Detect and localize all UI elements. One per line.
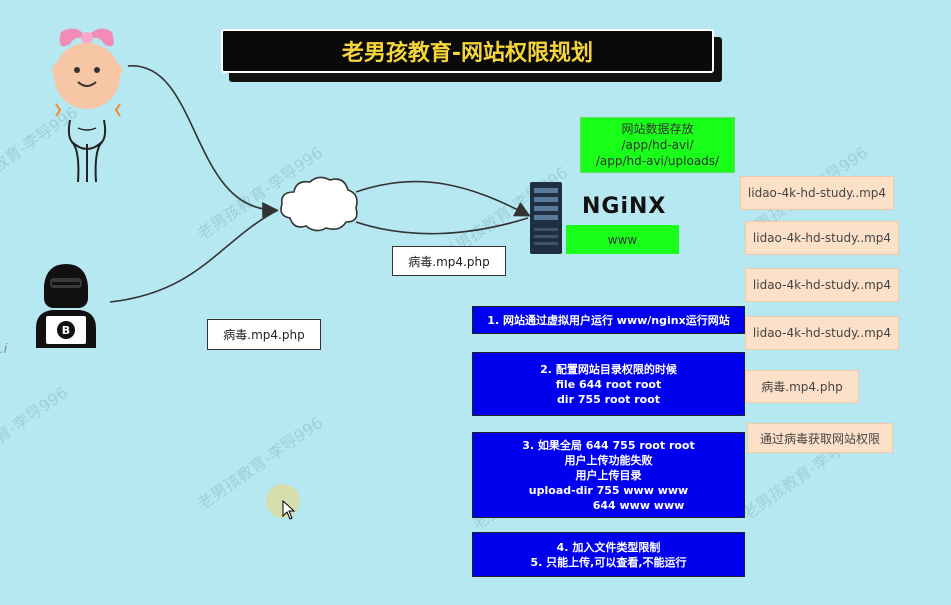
file-item: lidao-4k-hd-study..mp4 bbox=[745, 268, 899, 302]
left-edge-fragment: .i bbox=[0, 340, 7, 356]
step-4-line: 4. 加入文件类型限制 bbox=[473, 540, 744, 555]
hacker-to-cloud-line bbox=[110, 210, 278, 302]
file-item: lidao-4k-hd-study..mp4 bbox=[740, 176, 894, 210]
step-1-line: 1. 网站通过虚拟用户运行 www/nginx运行网站 bbox=[473, 313, 744, 328]
step-3-line: 用户上传目录 bbox=[473, 468, 744, 483]
mouse-cursor-icon bbox=[282, 500, 296, 520]
step-4-box: 4. 加入文件类型限制 5. 只能上传,可以查看,不能运行 bbox=[472, 532, 745, 577]
cloud-to-server-bottom-line bbox=[356, 218, 528, 234]
step-3-box: 3. 如果全局 644 755 root root 用户上传功能失败 用户上传目… bbox=[472, 432, 745, 518]
cloud-icon bbox=[276, 172, 362, 236]
virus-file-near-server: 病毒.mp4.php bbox=[392, 246, 506, 276]
file-item: lidao-4k-hd-study..mp4 bbox=[745, 316, 899, 350]
cloud-to-server-top-line bbox=[356, 182, 528, 215]
virus-file-item: 病毒.mp4.php bbox=[745, 370, 859, 403]
step-3-line: upload-dir 755 www www bbox=[473, 483, 744, 498]
virus-file-from-hacker: 病毒.mp4.php bbox=[207, 319, 321, 350]
storage-line-3: /app/hd-avi/uploads/ bbox=[581, 153, 734, 169]
virus-note: 通过病毒获取网站权限 bbox=[747, 423, 893, 453]
step-1-box: 1. 网站通过虚拟用户运行 www/nginx运行网站 bbox=[472, 306, 745, 334]
step-2-line: file 644 root root bbox=[473, 377, 744, 392]
step-3-line: 644 www www bbox=[473, 498, 744, 513]
hacker-bitcoin-icon: B bbox=[32, 262, 100, 348]
step-3-line: 用户上传功能失败 bbox=[473, 453, 744, 468]
storage-path-box: 网站数据存放 /app/hd-avi/ /app/hd-avi/uploads/ bbox=[580, 117, 735, 173]
step-2-box: 2. 配置网站目录权限的时候 file 644 root root dir 75… bbox=[472, 352, 745, 416]
file-item: lidao-4k-hd-study..mp4 bbox=[745, 221, 899, 255]
step-4-line: 5. 只能上传,可以查看,不能运行 bbox=[473, 555, 744, 570]
step-2-line: dir 755 root root bbox=[473, 392, 744, 407]
nginx-user-box: www bbox=[566, 225, 679, 254]
page-title: 老男孩教育-网站权限规划 bbox=[221, 29, 714, 73]
storage-line-1: 网站数据存放 bbox=[581, 121, 734, 137]
step-2-line: 2. 配置网站目录权限的时候 bbox=[473, 362, 744, 377]
server-icon bbox=[528, 180, 564, 256]
user-to-cloud-line bbox=[128, 66, 275, 210]
svg-text:B: B bbox=[62, 324, 70, 337]
storage-line-2: /app/hd-avi/ bbox=[581, 137, 734, 153]
nginx-logo: NGiNX bbox=[582, 194, 666, 219]
baby-girl-icon bbox=[48, 24, 134, 186]
step-3-line: 3. 如果全局 644 755 root root bbox=[473, 438, 744, 453]
